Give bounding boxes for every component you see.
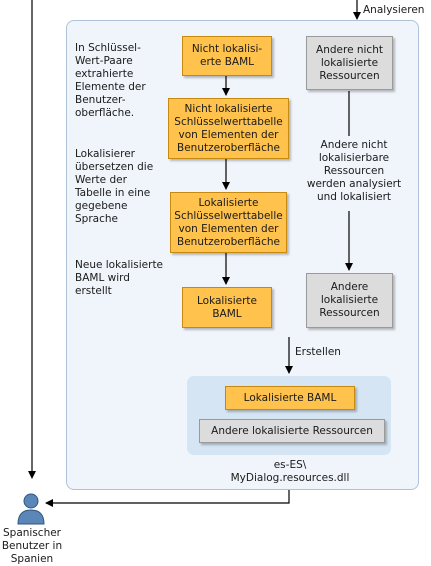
analysieren-label: Analysieren	[363, 4, 425, 16]
box-other-unlocalized-resources: Andere nicht lokalisierte Ressourcen	[306, 36, 393, 90]
note-extracted-elements: In Schlüssel- Wert-Paare extrahierte Ele…	[75, 42, 146, 119]
box-unlocalized-key-value-table: Nicht lokalisierte Schlüsselwerttabelle …	[168, 98, 289, 159]
note-translators: Lokalisierer übersetzen die Werte der Ta…	[75, 148, 154, 225]
box-other-localized-resources: Andere lokalisierte Ressourcen	[306, 273, 393, 328]
dll-name-label: es-ES\ MyDialog.resources.dll	[230, 459, 350, 484]
box-localized-baml: Lokalisierte BAML	[182, 287, 272, 328]
note-new-baml: Neue lokalisierte BAML wird erstellt	[75, 259, 164, 297]
box-output-other-localized-resources: Andere lokalisierte Ressourcen	[199, 419, 385, 443]
note-other-resources: Andere nicht lokalisierbare Ressourcen w…	[306, 139, 402, 203]
box-output-localized-baml: Lokalisierte BAML	[225, 386, 355, 410]
dll-to-user-line	[45, 490, 290, 507]
erstellen-label: Erstellen	[295, 346, 341, 358]
box-unlocalized-baml: Nicht lokalisi- erte BAML	[182, 36, 272, 76]
user-label: Spanischer Benutzer in Spanien	[1, 527, 63, 565]
box-localized-key-value-table: Lokalisierte Schlüsselwerttabelle von El…	[170, 192, 287, 253]
user-icon	[17, 493, 45, 525]
